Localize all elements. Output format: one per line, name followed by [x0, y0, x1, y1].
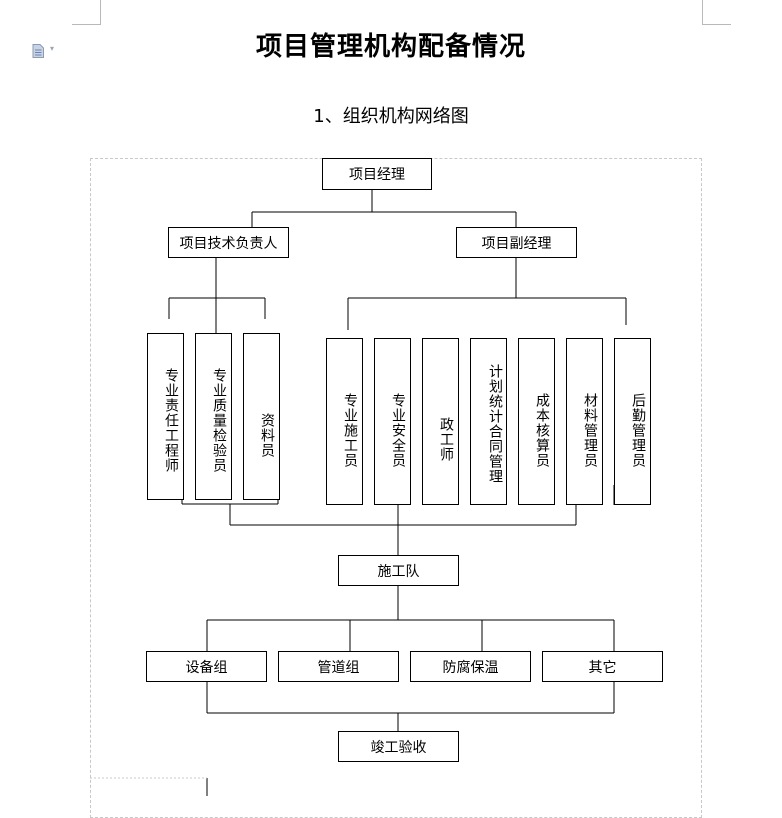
- node-safety-officer: 专业安全员: [374, 338, 411, 505]
- node-construction-team: 施工队: [338, 555, 459, 586]
- node-technical-lead: 项目技术负责人: [168, 227, 289, 258]
- node-materials-manager: 材料管理员: [566, 338, 603, 505]
- node-records-clerk: 资料员: [243, 333, 280, 500]
- node-equipment-group: 设备组: [146, 651, 267, 682]
- node-engineer: 专业责任工程师: [147, 333, 184, 500]
- node-completion-acceptance: 竣工验收: [338, 731, 459, 762]
- node-planning-contract: 计划统计合同管理: [470, 338, 507, 505]
- node-pipeline-group: 管道组: [278, 651, 399, 682]
- node-cost-accountant: 成本核算员: [518, 338, 555, 505]
- node-political-officer: 政工师: [422, 338, 459, 505]
- org-chart-connectors: [90, 190, 627, 796]
- node-anticorrosion-insulation: 防腐保温: [410, 651, 531, 682]
- page-corner-top-left: [72, 0, 101, 25]
- section-heading: 1、组织机构网络图: [313, 106, 469, 127]
- page-corner-top-right: [702, 0, 731, 25]
- node-construction-officer: 专业施工员: [326, 338, 363, 505]
- document-icon[interactable]: [32, 44, 44, 58]
- node-quality-inspector: 专业质量检验员: [195, 333, 232, 500]
- chevron-down-icon[interactable]: ▾: [50, 44, 55, 53]
- page-title: 项目管理机构配备情况: [255, 32, 526, 62]
- node-logistics-manager: 后勤管理员: [614, 338, 651, 505]
- node-deputy-manager: 项目副经理: [456, 227, 577, 258]
- node-project-manager: 项目经理: [322, 158, 432, 190]
- node-other: 其它: [542, 651, 663, 682]
